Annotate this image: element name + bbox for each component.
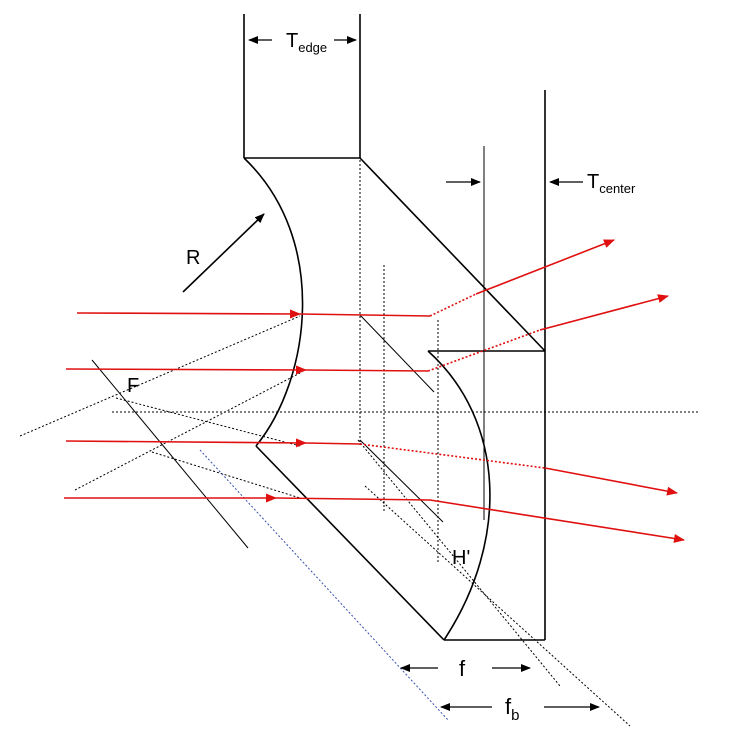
dimension-arrows <box>182 36 600 711</box>
blue-dotted-focal-line <box>199 449 449 721</box>
ray-2-inside <box>305 369 429 372</box>
ray-4-outgoing <box>429 499 685 543</box>
lens-outline <box>243 14 546 641</box>
ray-4-inside <box>275 497 431 501</box>
radius-label: R <box>186 247 200 269</box>
reference-lines <box>91 146 485 549</box>
t-edge-label: Tedge <box>286 30 327 55</box>
lens-upper-diagonal <box>359 157 546 352</box>
red-rays <box>64 239 685 543</box>
back-ray-4 <box>151 451 301 499</box>
radius-arrow <box>182 213 265 293</box>
back-ray-1 <box>19 315 301 437</box>
dotted-lines <box>19 160 698 727</box>
lens-bottom-left-diagonal <box>255 445 445 641</box>
h-prime-diagonal-1 <box>357 439 561 687</box>
ray-2-outgoing <box>539 294 669 331</box>
focal-point-label: F <box>127 375 139 397</box>
back-focal-length-label: fb <box>505 694 519 724</box>
ray-3-incoming <box>65 438 307 448</box>
h-prime-diagonal-2 <box>364 485 631 727</box>
principal-plane-diagonal <box>359 314 435 393</box>
focal-length-label: f <box>459 656 466 681</box>
ray-3-outgoing-dotted <box>359 443 546 469</box>
t-center-label: Tcenter <box>587 171 636 196</box>
lens-convex-surface <box>427 350 491 641</box>
ray-1-inside <box>299 313 431 317</box>
ray-2-incoming <box>65 365 307 375</box>
lens-concave-surface <box>243 157 304 447</box>
ray-3-outgoing <box>544 467 678 496</box>
principal-point-label: H' <box>452 547 470 569</box>
focal-plane-line <box>91 359 249 549</box>
ray-1-outgoing <box>475 239 615 295</box>
principal-plane-lower-diagonal <box>359 439 444 523</box>
ray-1-incoming <box>76 309 301 319</box>
ray-3-inside <box>305 442 361 445</box>
ray-1-outgoing-dotted <box>429 293 477 317</box>
